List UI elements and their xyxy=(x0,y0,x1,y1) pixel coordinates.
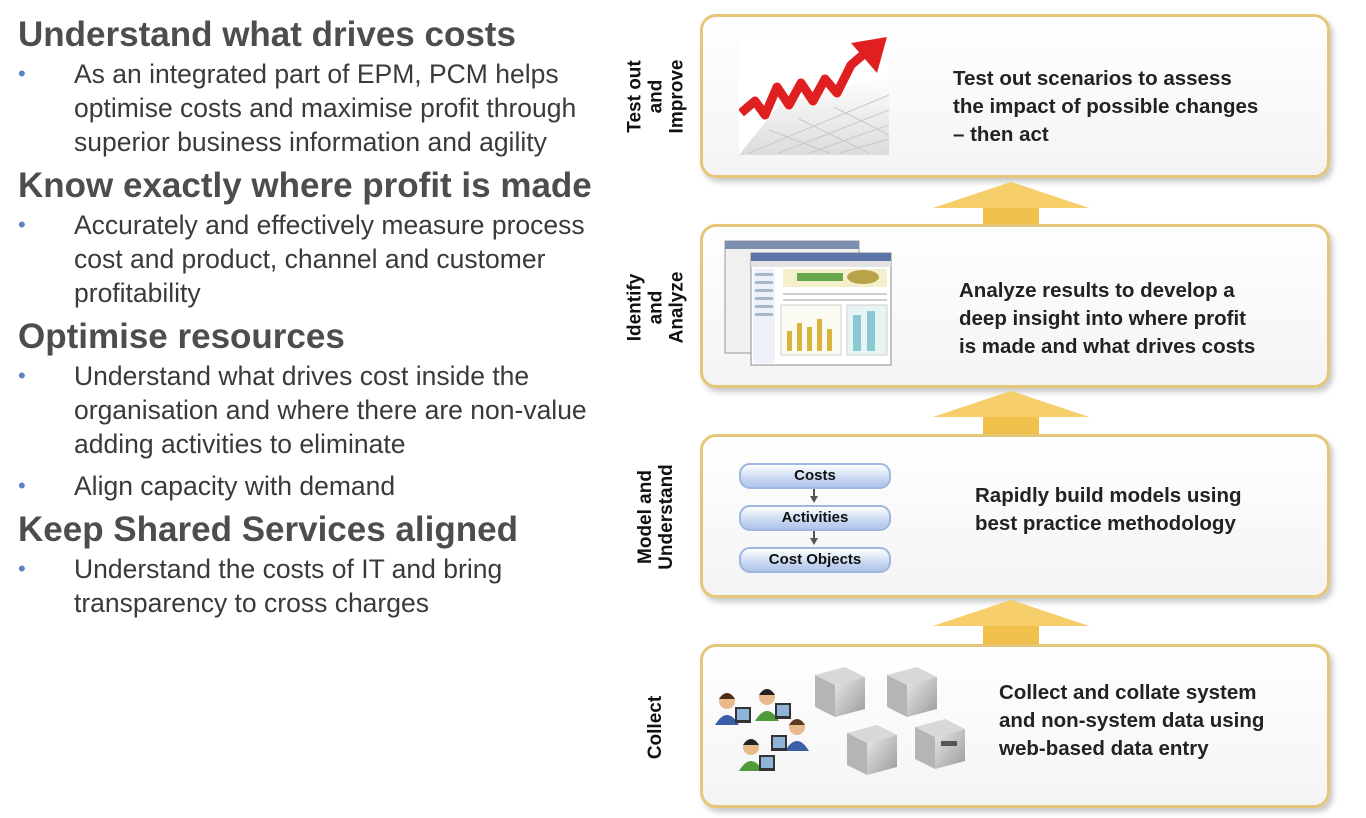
section-heading: Know exactly where profit is made xyxy=(18,166,592,205)
bullet-list: • As an integrated part of EPM, PCM helps… xyxy=(18,57,608,159)
bullet-list: • Accurately and effectively measure proc… xyxy=(18,208,608,310)
bullet-text: Understand the costs of IT and bring tra… xyxy=(74,554,503,618)
stage-label-text: Collect xyxy=(645,695,667,759)
bullet-text: Align capacity with demand xyxy=(74,471,396,501)
benefits-list: Understand what drives costs • As an inte… xyxy=(18,12,608,620)
users-and-servers-icon xyxy=(711,667,973,791)
bullet-item: • Understand the costs of IT and bring tr… xyxy=(18,552,608,620)
down-arrow-icon xyxy=(810,531,818,545)
bullet-item: • Align capacity with demand xyxy=(18,469,608,503)
stage-box-model: Costs Activities Cost Objects Rapidly bu… xyxy=(700,434,1330,598)
dashboard-screenshot-icon xyxy=(723,239,893,367)
stage-description: Analyze results to develop a deep insigh… xyxy=(959,279,1256,358)
stage-label-text: Identify and Analyze xyxy=(624,271,688,343)
up-arrow-icon xyxy=(933,600,1089,644)
stage-label-identify: Identify and Analyze xyxy=(624,226,688,388)
section-resources: Optimise resources • Understand what driv… xyxy=(18,314,608,503)
bullet-icon: • xyxy=(18,473,26,498)
bullet-icon: • xyxy=(18,556,26,581)
stage-label-model: Model and Understand xyxy=(626,436,686,598)
bullet-item: • Understand what drives cost inside the … xyxy=(18,359,608,461)
stage-box-test: Test out scenarios to assess the impact … xyxy=(700,14,1330,178)
up-arrow-icon xyxy=(933,391,1089,435)
section-shared-services: Keep Shared Services aligned • Understand… xyxy=(18,507,608,620)
bullet-list: • Understand the costs of IT and bring tr… xyxy=(18,552,608,620)
growth-chart-icon xyxy=(738,35,890,155)
section-heading: Optimise resources xyxy=(18,317,345,356)
bullet-item: • Accurately and effectively measure proc… xyxy=(18,208,608,310)
stage-label-text: Model and Understand xyxy=(635,464,678,570)
stage-label-test: Test out and Improve xyxy=(624,16,688,176)
stage-description: Collect and collate system and non-syste… xyxy=(999,681,1265,760)
flow-box-costs: Costs xyxy=(739,463,891,489)
bullet-icon: • xyxy=(18,61,26,86)
cost-model-flow-icon: Costs Activities Cost Objects xyxy=(703,437,933,597)
stage-description: Rapidly build models using best practice… xyxy=(975,484,1242,535)
bullet-icon: • xyxy=(18,363,26,388)
section-understand-costs: Understand what drives costs • As an inte… xyxy=(18,12,608,159)
flow-box-activities: Activities xyxy=(739,505,891,531)
section-heading: Understand what drives costs xyxy=(18,15,516,54)
bullet-text: Understand what drives cost inside the o… xyxy=(74,361,587,459)
up-arrow-icon xyxy=(933,182,1089,226)
bullet-item: • As an integrated part of EPM, PCM helps… xyxy=(18,57,608,159)
stage-box-identify: Analyze results to develop a deep insigh… xyxy=(700,224,1330,388)
stage-label-text: Test out and Improve xyxy=(624,59,688,133)
section-profit: Know exactly where profit is made • Accur… xyxy=(18,163,608,310)
flow-box-cost-objects: Cost Objects xyxy=(739,547,891,573)
bullet-list: • Understand what drives cost inside the … xyxy=(18,359,608,503)
stage-description: Test out scenarios to assess the impact … xyxy=(953,67,1259,146)
section-heading: Keep Shared Services aligned xyxy=(18,510,518,549)
stage-label-collect: Collect xyxy=(626,646,686,808)
down-arrow-icon xyxy=(810,489,818,503)
stage-box-collect: Collect and collate system and non-syste… xyxy=(700,644,1330,808)
bullet-icon: • xyxy=(18,212,26,237)
bullet-text: As an integrated part of EPM, PCM helps … xyxy=(74,59,577,157)
bullet-text: Accurately and effectively measure proce… xyxy=(74,210,585,308)
